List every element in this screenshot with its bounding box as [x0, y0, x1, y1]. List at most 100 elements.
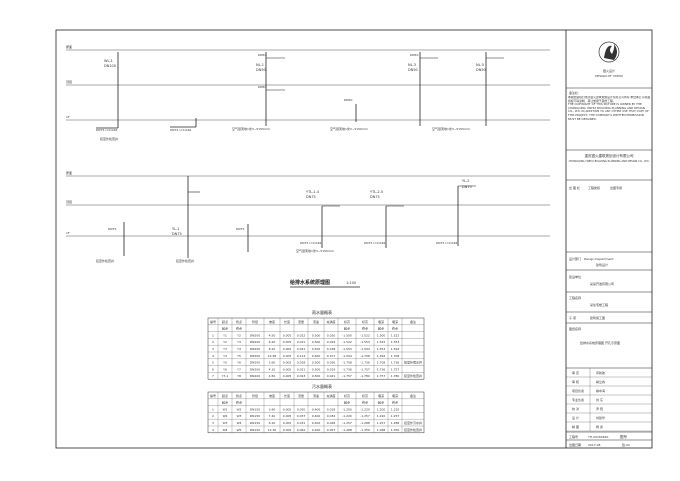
signature-name: 刘建华 — [596, 415, 605, 420]
table-cell: Y2 — [237, 333, 241, 337]
table-cell: -1.594 — [342, 354, 352, 358]
table-subheader-cell: 起点 — [344, 326, 350, 331]
table-cell: 0.500 — [312, 347, 321, 351]
table-cell: Y2 — [223, 340, 227, 344]
pipe-size: DN75 — [236, 227, 244, 231]
drawing-scale: 1:100 — [346, 281, 356, 285]
floor-label-1f: 1F — [66, 231, 70, 235]
table-cell: 12.30 — [268, 428, 277, 432]
table-cell: 0.034 — [327, 414, 336, 418]
table-cell: 5.60 — [269, 361, 276, 365]
table-cell: 0.005 — [283, 407, 292, 411]
table1: 编号起点终点管径坡度长度流量流速充满度标高标高埋深埋深备注起点终点起点终点起点终… — [207, 317, 425, 380]
signature-name: 胡立春 — [596, 379, 605, 384]
signature-name: 尹 阳 — [596, 406, 603, 411]
pipe-note: 空气层离地1米3~5150mm — [432, 126, 470, 131]
table-cell: 7 — [212, 374, 214, 378]
riser-ytl-1-4: YTL-1-4 DN75 — [306, 190, 340, 248]
signature-role: 专业负责 — [572, 397, 584, 402]
logo-cn: 银火设计 — [603, 68, 615, 73]
signature-table: 审 定邓新航审 核胡立春项目负责柳中海专业负责刘 东校 对尹 阳设 计刘建华制 … — [566, 368, 652, 432]
riser-diagram: 屋面 顶层 1F WL-1 DN100 DN75 i=0.026 NL-1 DN… — [66, 44, 550, 288]
riser-ytl-2-5: YTL-2-5 DN75 — [370, 190, 404, 248]
pipe-size: DN50 — [410, 53, 418, 57]
table-header-cell: 流速 — [313, 319, 319, 324]
table-subheader-cell: 起点 — [222, 326, 228, 331]
table-cell: DN200 — [250, 367, 260, 371]
client-value: 某某开发有限公司 — [590, 281, 614, 286]
table-cell: Y6 — [223, 367, 227, 371]
table-cell: 1.780 — [391, 374, 400, 378]
table-cell: -1.757 — [342, 374, 352, 378]
table-cell: 0.019 — [327, 367, 336, 371]
table-cell: 6 — [212, 367, 214, 371]
table-cell: 0.107 — [327, 354, 336, 358]
table-header-cell: 标高 — [362, 319, 368, 324]
subitem-label: 子 项 — [569, 315, 576, 320]
riser-label: YTL-2-5 — [370, 190, 383, 194]
table-cell: 0.005 — [283, 414, 292, 418]
signature-name: 邓新航 — [596, 370, 605, 375]
table-header-cell: 标高 — [344, 393, 350, 398]
pipe-note: DN75 i=0.026 — [96, 128, 117, 132]
table-header-cell: 埋深 — [392, 319, 398, 324]
riser-size: DN100 — [104, 64, 116, 68]
table-cell: DN200 — [250, 347, 260, 351]
table-cell: -1.594 — [360, 347, 370, 351]
pipe-size: DN75 — [108, 227, 116, 231]
pipe-size: DN50 — [258, 85, 266, 89]
project-no-value: YH-2016064S — [588, 435, 609, 439]
table-cell: 0.031 — [297, 421, 306, 425]
table-cell: Y3 — [237, 340, 241, 344]
table-cell: 0.028 — [327, 421, 336, 425]
company-logo — [598, 41, 620, 63]
project-no-label: 工程号 — [569, 434, 578, 439]
table-cell: 0.005 — [283, 367, 292, 371]
table-header-cell: 标高 — [344, 319, 350, 324]
table-cell: 0.500 — [312, 361, 321, 365]
table-cell: 0.005 — [283, 333, 292, 337]
table-cell: 接室外污水井 — [404, 420, 422, 425]
table-cell: -1.522 — [342, 340, 352, 344]
table-cell: W1 — [223, 407, 228, 411]
table-subheader-cell: 终点 — [362, 326, 368, 331]
riser-label: NL-1 — [256, 63, 264, 67]
riser-nl-1: NL-1 DN50 DN50 DN50 — [256, 52, 285, 126]
pipe-note: 接室外检查井 — [96, 258, 114, 263]
table-cell: 1 — [212, 407, 214, 411]
logo-en: DESIGN OF YINHUI — [595, 74, 623, 78]
table-cell: 0.020 — [297, 407, 306, 411]
table-cell: Y5 — [223, 361, 227, 365]
table-cell: 0.400 — [312, 414, 321, 418]
table-cell: 4.10 — [269, 367, 276, 371]
table-cell: -1.288 — [360, 421, 370, 425]
table-cell: 0.021 — [297, 367, 306, 371]
company-full-cn: 重庆银火建筑规划设计有限公司 — [585, 153, 634, 158]
sheet-name-value: 给排水系统原理图 开孔示意图 — [580, 340, 620, 345]
riser-label: YL-2 — [462, 179, 470, 183]
table-cell: 1.736 — [377, 367, 386, 371]
signature-role: 审 定 — [572, 370, 579, 375]
signature-name: 刘 东 — [596, 397, 603, 402]
table-cell: W3 — [223, 421, 228, 425]
table-cell: 0.500 — [312, 354, 321, 358]
table-cell: 0.023 — [297, 374, 306, 378]
table-cell: -1.288 — [342, 428, 352, 432]
table-cell: 1.257 — [377, 421, 386, 425]
table-cell: 3 — [212, 347, 214, 351]
table-cell: -1.757 — [360, 367, 370, 371]
table-header-cell: 长度 — [284, 393, 290, 398]
table-header-cell: 编号 — [210, 393, 216, 398]
table-cell: 6.20 — [269, 340, 276, 344]
table-cell: 4.50 — [269, 333, 276, 337]
table-cell: -1.553 — [360, 340, 370, 344]
table-header-cell: 终点 — [236, 319, 242, 324]
table-cell: Y4 — [237, 347, 241, 351]
table-header-cell: 流量 — [298, 393, 304, 398]
table-cell: 1.220 — [377, 414, 386, 418]
riser-label: NL-5 — [476, 63, 484, 67]
table-cell: 0.005 — [283, 347, 292, 351]
table-cell: 0.500 — [312, 340, 321, 344]
